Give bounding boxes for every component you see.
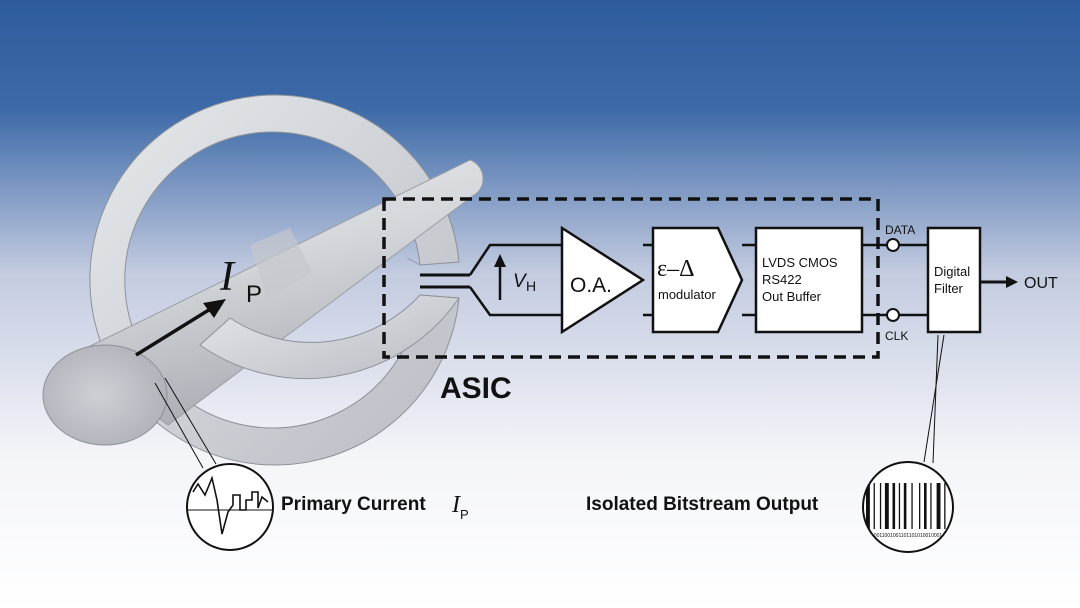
primary-current-label: Primary Current xyxy=(281,494,426,515)
bitstream-bar xyxy=(919,483,921,529)
bitstream-bar xyxy=(892,483,896,529)
data-terminal xyxy=(886,238,900,252)
conductor-end-cap xyxy=(42,344,168,446)
data-label: DATA xyxy=(885,223,915,237)
vh-symbol: V xyxy=(513,271,528,292)
out-arrow xyxy=(980,276,1018,288)
bitstream-bar xyxy=(873,483,875,529)
out-buffer-block xyxy=(754,226,864,334)
buffer-line3: Out Buffer xyxy=(762,289,822,304)
primary-current-subscript: P xyxy=(460,507,469,522)
modulator-block xyxy=(651,226,744,334)
asic-boundary xyxy=(382,197,880,359)
ip-symbol: I xyxy=(219,254,236,300)
ip-subscript: P xyxy=(246,281,262,308)
modulator-label: modulator xyxy=(658,287,716,302)
buffer-line2: RS422 xyxy=(762,272,802,287)
bitstream-bar xyxy=(924,483,927,529)
bitstream-bar xyxy=(944,483,946,529)
toroid-core xyxy=(89,94,460,466)
bitstream-bar xyxy=(903,483,907,529)
current-arrow xyxy=(135,299,226,357)
bitstream-bar xyxy=(866,483,870,529)
bitstream-bits: 0011001001101101010010001 xyxy=(874,533,943,539)
op-amp-label: O.A. xyxy=(570,274,612,297)
bitstream-inset: 0011001001101101010010001 xyxy=(862,461,954,553)
filter-line2: Filter xyxy=(934,281,964,296)
bitstream-bar xyxy=(898,483,901,529)
bitstream-bar xyxy=(936,483,941,529)
buffer-line1: LVDS CMOS xyxy=(762,255,838,270)
toroid-core-front xyxy=(199,294,460,380)
digital-filter-block xyxy=(926,226,982,334)
primary-conductor xyxy=(42,159,484,446)
bitstream-bar xyxy=(884,483,889,529)
bitstream-label: Isolated Bitstream Output xyxy=(586,494,819,515)
primary-current-waveform-inset xyxy=(186,463,274,551)
filter-line1: Digital xyxy=(934,264,970,279)
primary-current-symbol: I xyxy=(451,492,461,518)
modulator-symbol: ε–Δ xyxy=(657,256,695,282)
vh-subscript: H xyxy=(526,278,536,294)
asic-label: ASIC xyxy=(440,372,512,405)
hall-element-leads xyxy=(420,273,470,289)
signal-wires xyxy=(468,243,928,317)
hall-voltage-arrow xyxy=(494,254,506,300)
bitstream-bar xyxy=(879,483,882,529)
op-amp-block xyxy=(560,225,646,335)
bitstream-bar xyxy=(911,483,913,529)
clk-label: CLK xyxy=(885,329,908,343)
callout-lines xyxy=(154,334,945,469)
out-label: OUT xyxy=(1024,275,1058,292)
bitstream-bar xyxy=(930,483,932,529)
clk-terminal xyxy=(886,308,900,322)
